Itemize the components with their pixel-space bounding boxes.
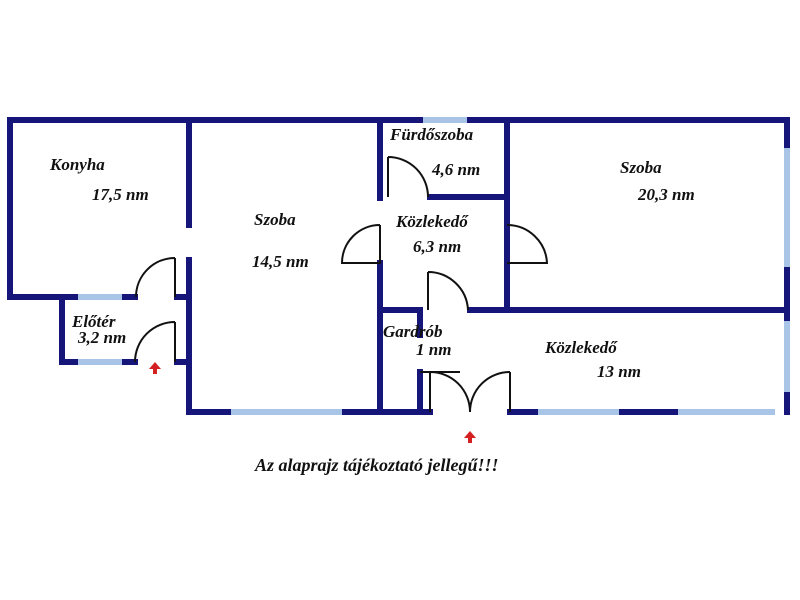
room-area-szoba-1: 14,5 nm (252, 252, 309, 271)
room-name-kozlekedo-2: Közlekedő (545, 338, 617, 357)
entrance-arrow-icon (149, 362, 161, 374)
room-area-eloter: 3,2 nm (78, 328, 127, 347)
room-area-kozlekedo-1: 6,3 nm (413, 237, 462, 256)
door-entrance (429, 371, 511, 413)
room-area-furdoszoba: 4,6 nm (432, 160, 481, 179)
room-name-eloter: Előtér (72, 312, 116, 331)
room-name-szoba-2: Szoba (620, 158, 662, 177)
room-area-kozlekedo-2: 13 nm (597, 362, 641, 381)
room-area-szoba-2: 20,3 nm (638, 185, 695, 204)
doors (134, 156, 549, 413)
door-szoba-right (506, 223, 549, 264)
room-area-gardrob: 1 nm (416, 340, 452, 359)
door-elofter (134, 321, 176, 363)
walls (7, 117, 790, 415)
door-furdo (387, 156, 429, 198)
entrance-arrow-icon (464, 431, 476, 443)
door-szoba-left (340, 224, 381, 264)
door-konyha (135, 257, 176, 298)
room-name-furdoszoba: Fürdőszoba (390, 125, 474, 144)
room-area-konyha: 17,5 nm (92, 185, 149, 204)
room-name-szoba-1: Szoba (254, 210, 296, 229)
entrance-arrows (149, 362, 476, 443)
disclaimer-note: Az alaprajz tájékoztató jellegű!!! (255, 455, 499, 475)
room-name-gardrob: Gardrób (383, 322, 443, 341)
windows (75, 117, 790, 415)
room-name-kozlekedo-1: Közlekedő (396, 212, 468, 231)
door-kozlekedo (427, 270, 469, 311)
room-name-konyha: Konyha (50, 155, 105, 174)
